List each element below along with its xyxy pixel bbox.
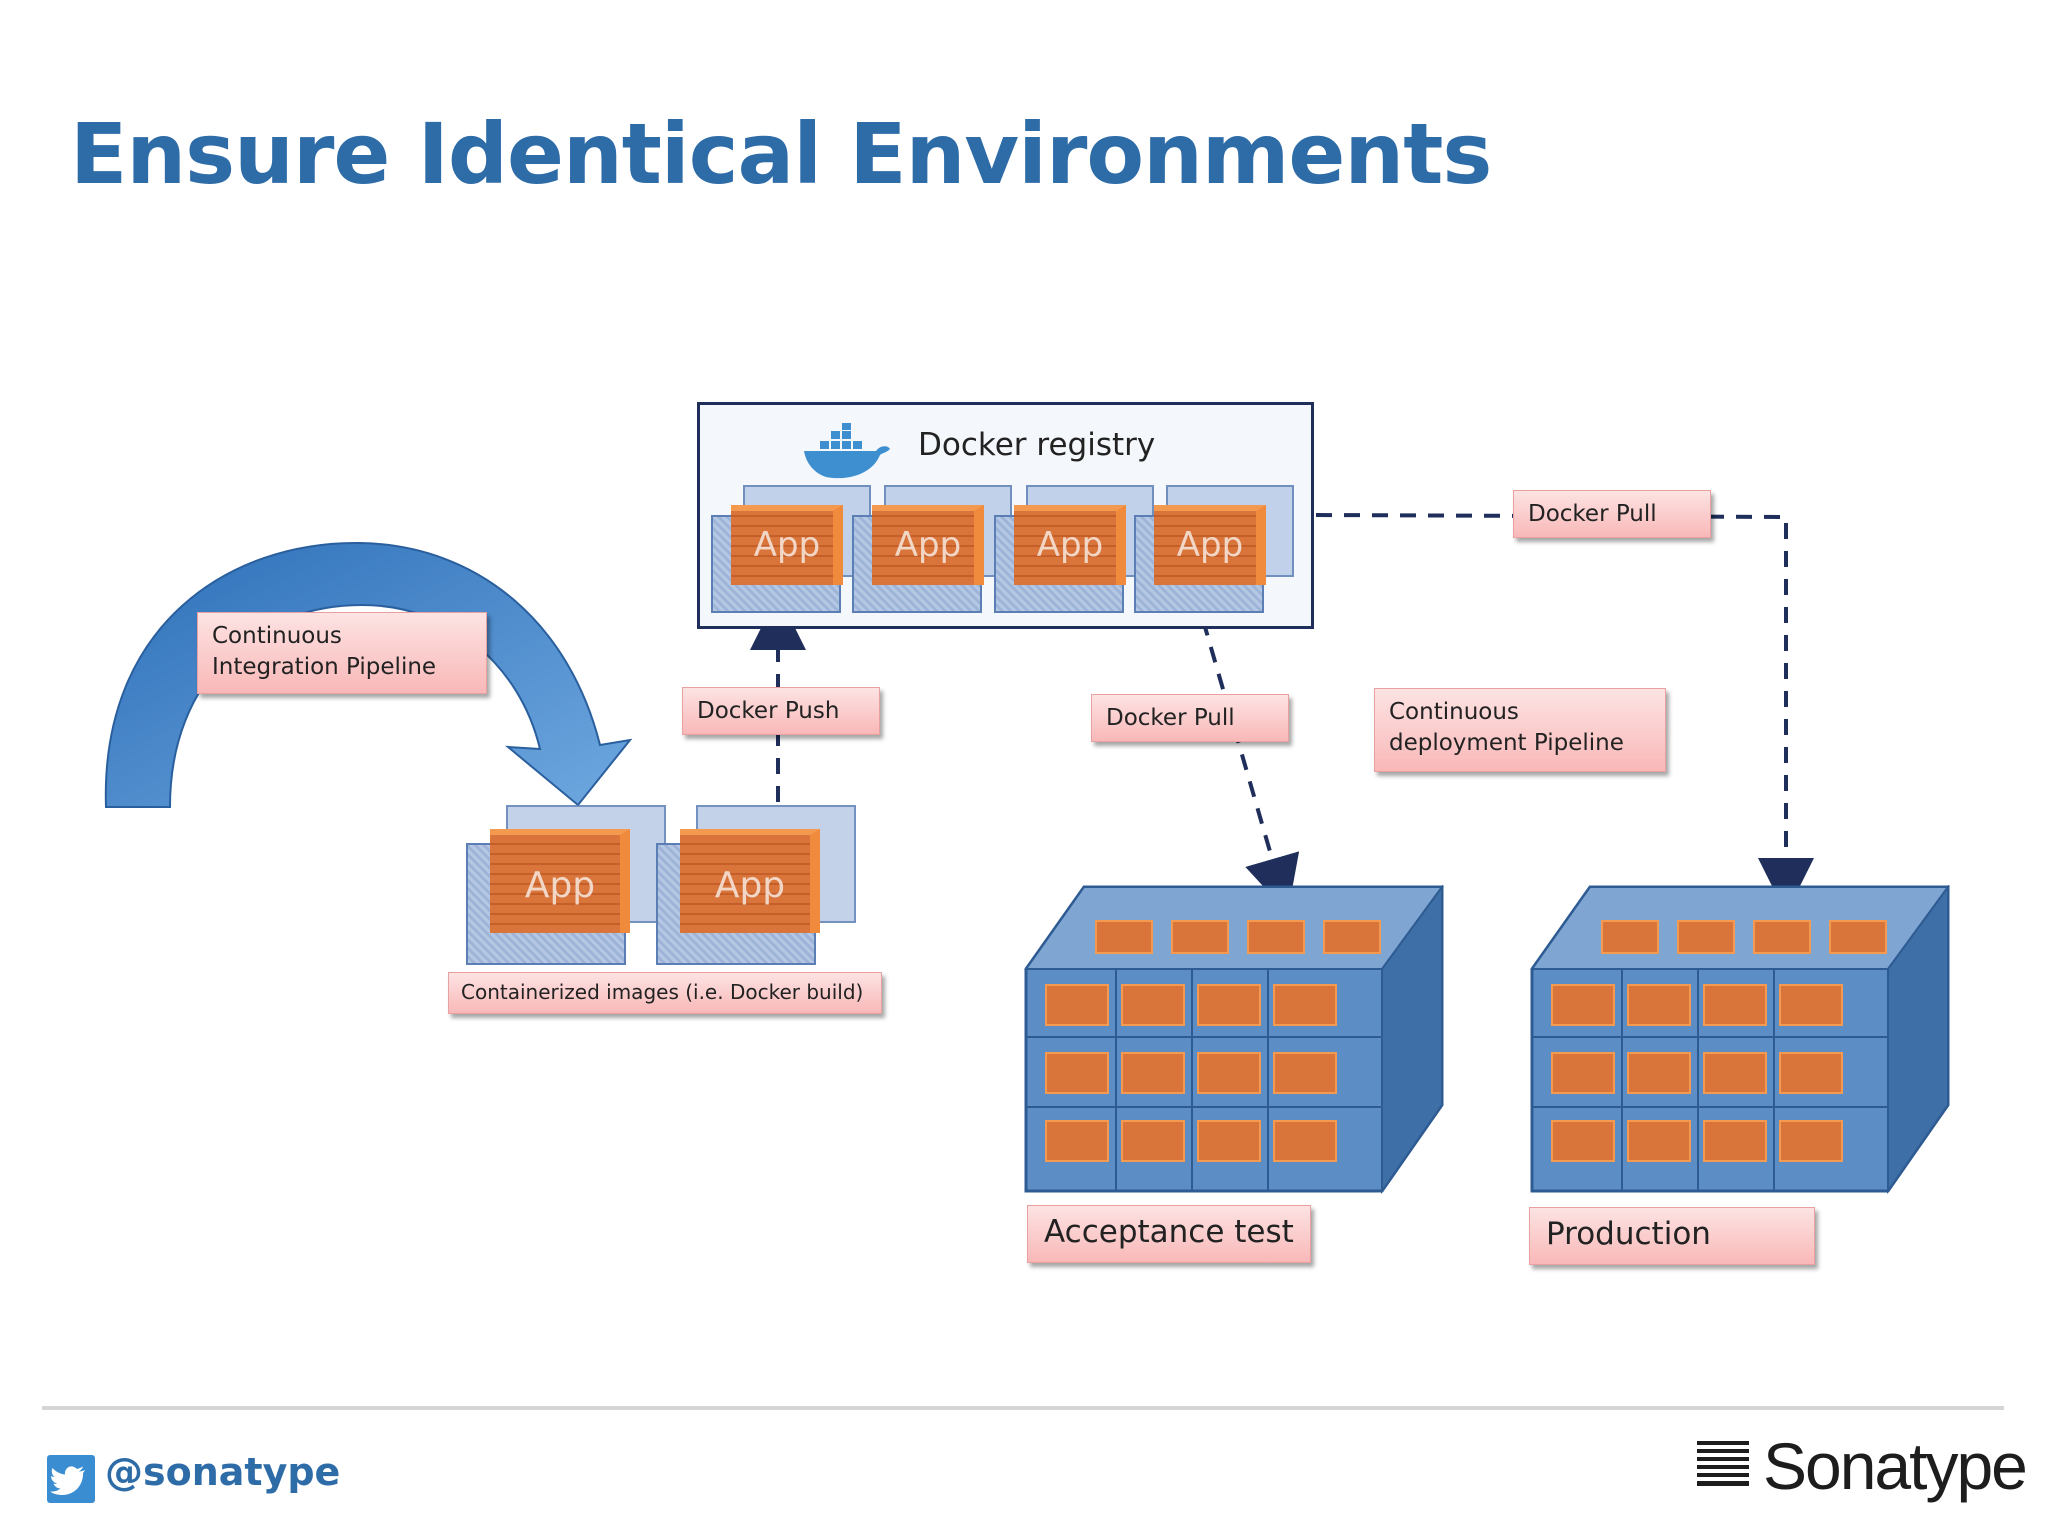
- acceptance-test-label: Acceptance test: [1027, 1205, 1311, 1263]
- docker-pull-production-text: Docker Pull: [1528, 501, 1657, 527]
- docker-push-text: Docker Push: [697, 698, 840, 724]
- twitter-handle[interactable]: @sonatype: [105, 1450, 341, 1494]
- app-label: App: [1036, 525, 1104, 565]
- docker-registry-label: Docker registry: [918, 427, 1156, 463]
- production-cluster: [1530, 885, 1950, 1195]
- cd-pipeline-line1: Continuous: [1389, 699, 1519, 725]
- registry-app-3: App: [994, 485, 1154, 613]
- cd-pipeline-label: Continuous deployment Pipeline: [1374, 688, 1666, 772]
- sonatype-brand: Sonatype: [1763, 1429, 2028, 1503]
- cd-pipeline-line2: deployment Pipeline: [1389, 730, 1624, 757]
- app-label: App: [1176, 525, 1244, 565]
- docker-pull-acceptance-line: [1201, 619, 1300, 913]
- docker-whale-icon: [804, 423, 890, 479]
- local-app-1: App: [466, 805, 666, 965]
- registry-app-1: App: [711, 485, 871, 613]
- registry-app-2: App: [852, 485, 1012, 613]
- slide-title: Ensure Identical Environments: [70, 105, 1492, 203]
- ci-pipeline-line1: Continuous: [212, 623, 342, 649]
- registry-app-4: App: [1134, 485, 1294, 613]
- local-app-2: App: [656, 805, 856, 965]
- production-label: Production: [1529, 1207, 1815, 1265]
- sonatype-logo-icon: [1697, 1441, 1749, 1486]
- docker-pull-production-label: Docker Pull: [1513, 490, 1711, 538]
- app-label: App: [894, 525, 962, 565]
- ci-pipeline-line2: Integration Pipeline: [212, 654, 437, 681]
- app-label: App: [753, 525, 821, 565]
- containerized-images-label: Containerized images (i.e. Docker build): [448, 972, 882, 1014]
- footer-divider: [42, 1406, 2004, 1410]
- app-label: App: [714, 865, 786, 906]
- twitter-bird-icon[interactable]: [47, 1455, 95, 1503]
- docker-pull-acceptance-text: Docker Pull: [1106, 705, 1235, 731]
- acceptance-test-text: Acceptance test: [1044, 1214, 1294, 1250]
- docker-push-label: Docker Push: [682, 687, 880, 735]
- acceptance-cluster: [1024, 885, 1444, 1195]
- app-label: App: [524, 865, 596, 906]
- docker-pull-acceptance-label: Docker Pull: [1091, 694, 1289, 742]
- ci-pipeline-label: Continuous Integration Pipeline: [197, 612, 487, 694]
- production-text: Production: [1546, 1216, 1711, 1252]
- containerized-images-text: Containerized images (i.e. Docker build): [461, 980, 864, 1004]
